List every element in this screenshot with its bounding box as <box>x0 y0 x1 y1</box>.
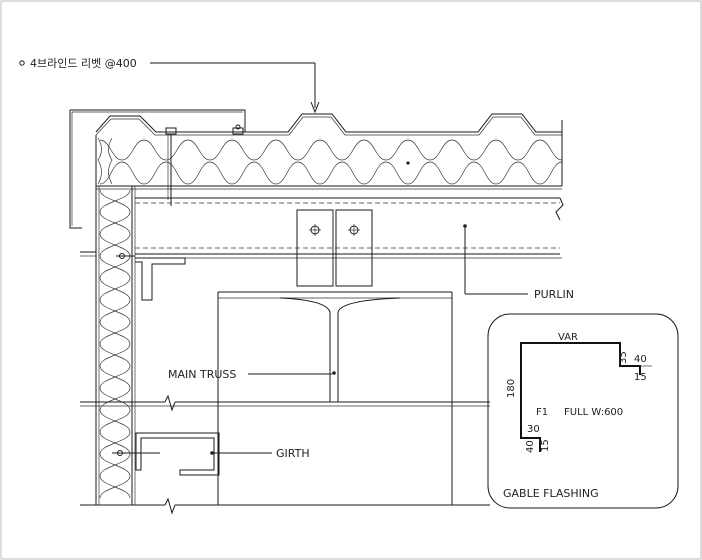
dim-15-bottom: 15 <box>540 439 551 452</box>
girth-label: GIRTH <box>276 447 310 460</box>
dim-30: 30 <box>527 424 540 435</box>
roof-panel <box>95 113 563 206</box>
main-truss: MAIN TRUSS <box>168 291 453 505</box>
wall-panel <box>80 186 186 505</box>
gable-flashing-profile <box>69 109 246 229</box>
main-truss-label: MAIN TRUSS <box>168 368 236 381</box>
dim-15-top: 15 <box>634 372 647 383</box>
purlin: PURLIN <box>135 197 574 301</box>
dim-40-bottom: 40 <box>525 440 536 453</box>
purlin-clip <box>296 209 373 287</box>
girth: GIRTH <box>112 432 310 476</box>
rivet-callout: 4브라인드 리벳 @400 <box>19 57 320 114</box>
dim-40-top: 40 <box>634 354 647 365</box>
break-lines <box>80 394 490 515</box>
detail-title: GABLE FLASHING <box>503 487 599 500</box>
purlin-label: PURLIN <box>534 288 574 301</box>
detail-box <box>487 313 679 509</box>
f1-label: F1 <box>536 407 548 418</box>
var-label: VAR <box>558 332 578 343</box>
full-width-label: FULL W:600 <box>564 407 623 418</box>
dim-180: 180 <box>506 379 517 398</box>
rivet-label: 4브라인드 리벳 @400 <box>30 57 137 70</box>
dim-35: 35 <box>618 351 629 364</box>
gable-flashing-detail: VAR 35 40 15 180 F1 FULL W:600 30 40 15 … <box>487 313 679 509</box>
